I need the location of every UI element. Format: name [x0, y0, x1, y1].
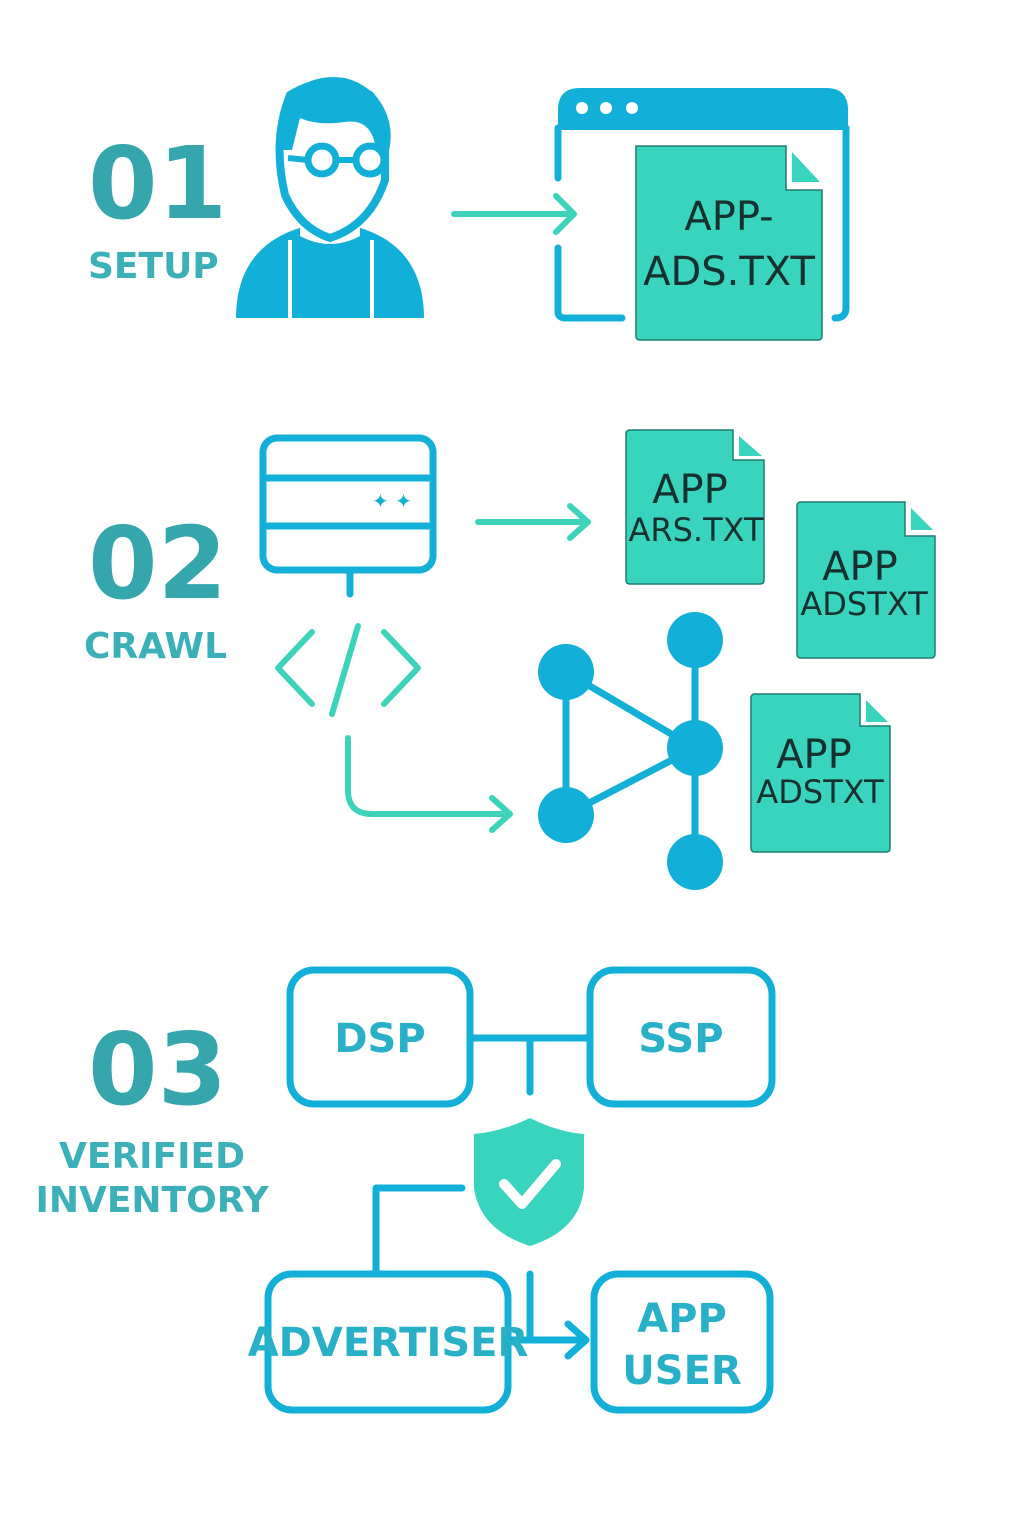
arrow-right-icon [451, 193, 577, 235]
step-number: 03 [88, 1011, 227, 1128]
file-name-line1: APP- [684, 194, 773, 240]
step-number: 02 [88, 505, 227, 622]
step-label-line2: INVENTORY [35, 1180, 269, 1221]
ssp-box: SSP [638, 1016, 723, 1062]
file-name-line1: APP [776, 732, 852, 778]
step-2-crawl: 02 CRAWL ✦ ✦ APP ARS. [84, 429, 936, 890]
step-label: CRAWL [84, 626, 227, 667]
step-label-line1: VERIFIED [59, 1136, 245, 1177]
step-3-verified-inventory: 03 VERIFIED INVENTORY DSP SSP ADVERTISER… [35, 966, 776, 1414]
app-user-box-line1: APP [637, 1296, 727, 1342]
arrow-down-right-icon [345, 735, 513, 833]
svg-text:✦ ✦: ✦ ✦ [372, 489, 412, 513]
file-icon: APP ADSTXT [750, 693, 891, 853]
file-icon: APP ARS.TXT [625, 429, 765, 585]
step-1-setup: 01 SETUP APP- ADS.TXT [88, 77, 850, 341]
code-icon [275, 623, 421, 717]
file-icon: APP ADSTXT [796, 501, 936, 659]
file-name-line2: ARS.TXT [628, 511, 764, 549]
step-label: SETUP [88, 246, 219, 287]
app-user-box-line2: USER [622, 1348, 741, 1394]
file-name-line1: APP [652, 467, 728, 513]
dsp-box: DSP [334, 1016, 425, 1062]
file-name-line2: ADSTXT [756, 773, 884, 811]
file-name-line1: APP [822, 544, 898, 590]
browser-window-icon: APP- ADS.TXT [554, 88, 850, 341]
network-graph-icon [538, 612, 723, 890]
step-number: 01 [88, 125, 227, 242]
shield-check-icon [474, 1118, 584, 1246]
developer-user-icon [236, 77, 424, 318]
file-name-line2: ADSTXT [800, 585, 928, 623]
file-name-line2: ADS.TXT [643, 249, 815, 295]
arrow-right-icon [475, 503, 591, 541]
advertiser-box: ADVERTISER [248, 1320, 529, 1366]
server-icon: ✦ ✦ [259, 434, 437, 598]
